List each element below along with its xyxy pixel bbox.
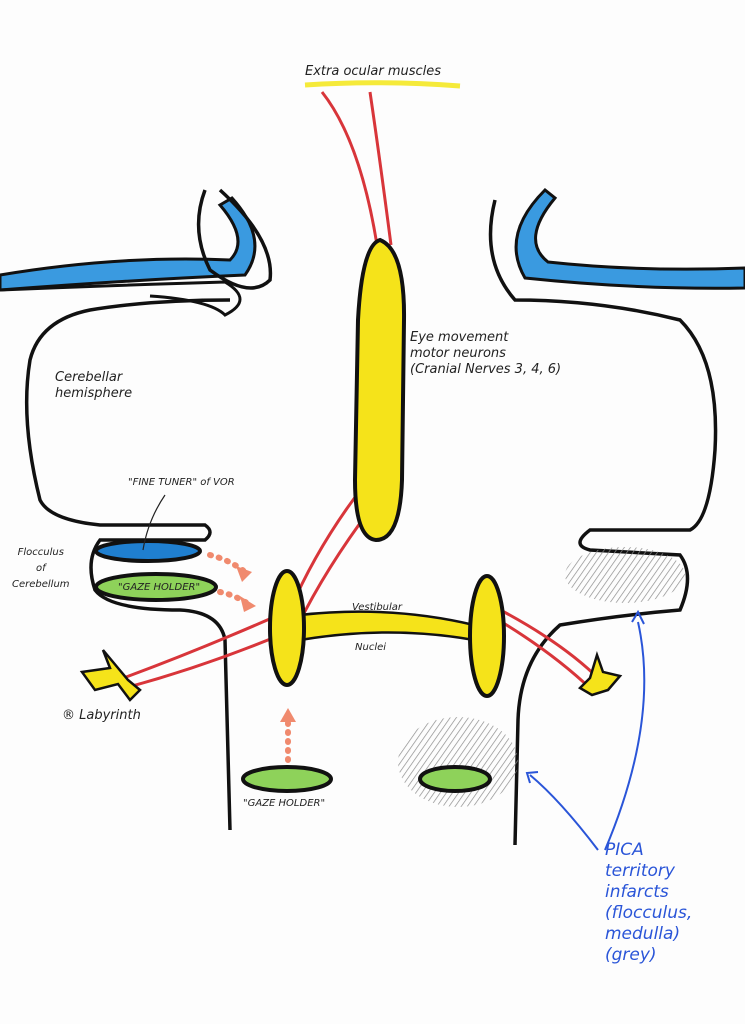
label-line: Cerebellum: [12, 579, 70, 590]
pica-arrows: [525, 609, 646, 851]
nuclei-label: Nuclei: [355, 642, 387, 653]
left-labyrinth: [79, 649, 142, 702]
right-labyrinth: [577, 650, 623, 697]
label-line: infarcts: [605, 882, 669, 902]
right-ventricle-channel: [514, 187, 745, 290]
gaze-holder-medulla-right: [418, 765, 492, 793]
motor-neuron-column: [352, 237, 407, 543]
pica-infarct-label: PICA territory infarcts (flocculus, medu…: [605, 840, 692, 966]
fine-tuner-label: "FINE TUNER" of VOR: [128, 477, 235, 488]
gaze-holder-flocculus-label: "GAZE HOLDER": [118, 582, 201, 593]
right-vestibular-nucleus: [468, 574, 506, 698]
right-cerebellum-outline: [488, 199, 718, 846]
label-line: medulla): [605, 924, 681, 944]
label-line: territory: [605, 861, 675, 881]
label-line: Flocculus: [17, 547, 64, 558]
extra-ocular-muscles-label: Extra ocular muscles: [305, 64, 442, 79]
arrowhead: [236, 566, 252, 582]
vestibular-label: Vestibular: [352, 602, 403, 613]
pica-infarct-medulla: [398, 717, 518, 807]
left-ventricle-channel: [0, 196, 257, 292]
cerebellar-hemisphere-label: Cerebellar hemisphere: [55, 370, 132, 402]
left-vestibular-nucleus: [268, 569, 306, 687]
label-line: (Cranial Nerves 3, 4, 6): [410, 362, 562, 377]
motor-neurons-label: Eye movement motor neurons (Cranial Nerv…: [410, 330, 561, 378]
flocculus-label: Flocculus of Cerebellum: [12, 545, 70, 593]
left-cerebellum-outline: [24, 188, 273, 831]
fine-tuner-pointer: [142, 494, 166, 551]
label-line: of: [35, 563, 46, 574]
label-line: (grey): [605, 945, 657, 965]
label-line: Cerebellar: [55, 370, 123, 385]
label-line: hemisphere: [55, 386, 133, 401]
arrowhead: [240, 596, 256, 612]
extra-ocular-highlight: [304, 80, 461, 89]
left-upper-outline: [0, 280, 242, 317]
labyrinth-label: ® Labyrinth: [62, 708, 141, 723]
arrowhead: [280, 708, 296, 722]
label-line: motor neurons: [410, 346, 506, 361]
gaze-holder-medulla-label: "GAZE HOLDER": [243, 798, 326, 809]
label-line: Eye movement: [410, 330, 509, 345]
label-line: PICA: [605, 840, 644, 860]
fine-tuner-flocculus: [94, 539, 202, 563]
gaze-holder-flocculus: [94, 572, 218, 602]
pica-infarct-flocculus: [565, 547, 685, 603]
label-line: (flocculus,: [605, 903, 693, 923]
gaze-holder-medulla-left: [241, 765, 333, 793]
